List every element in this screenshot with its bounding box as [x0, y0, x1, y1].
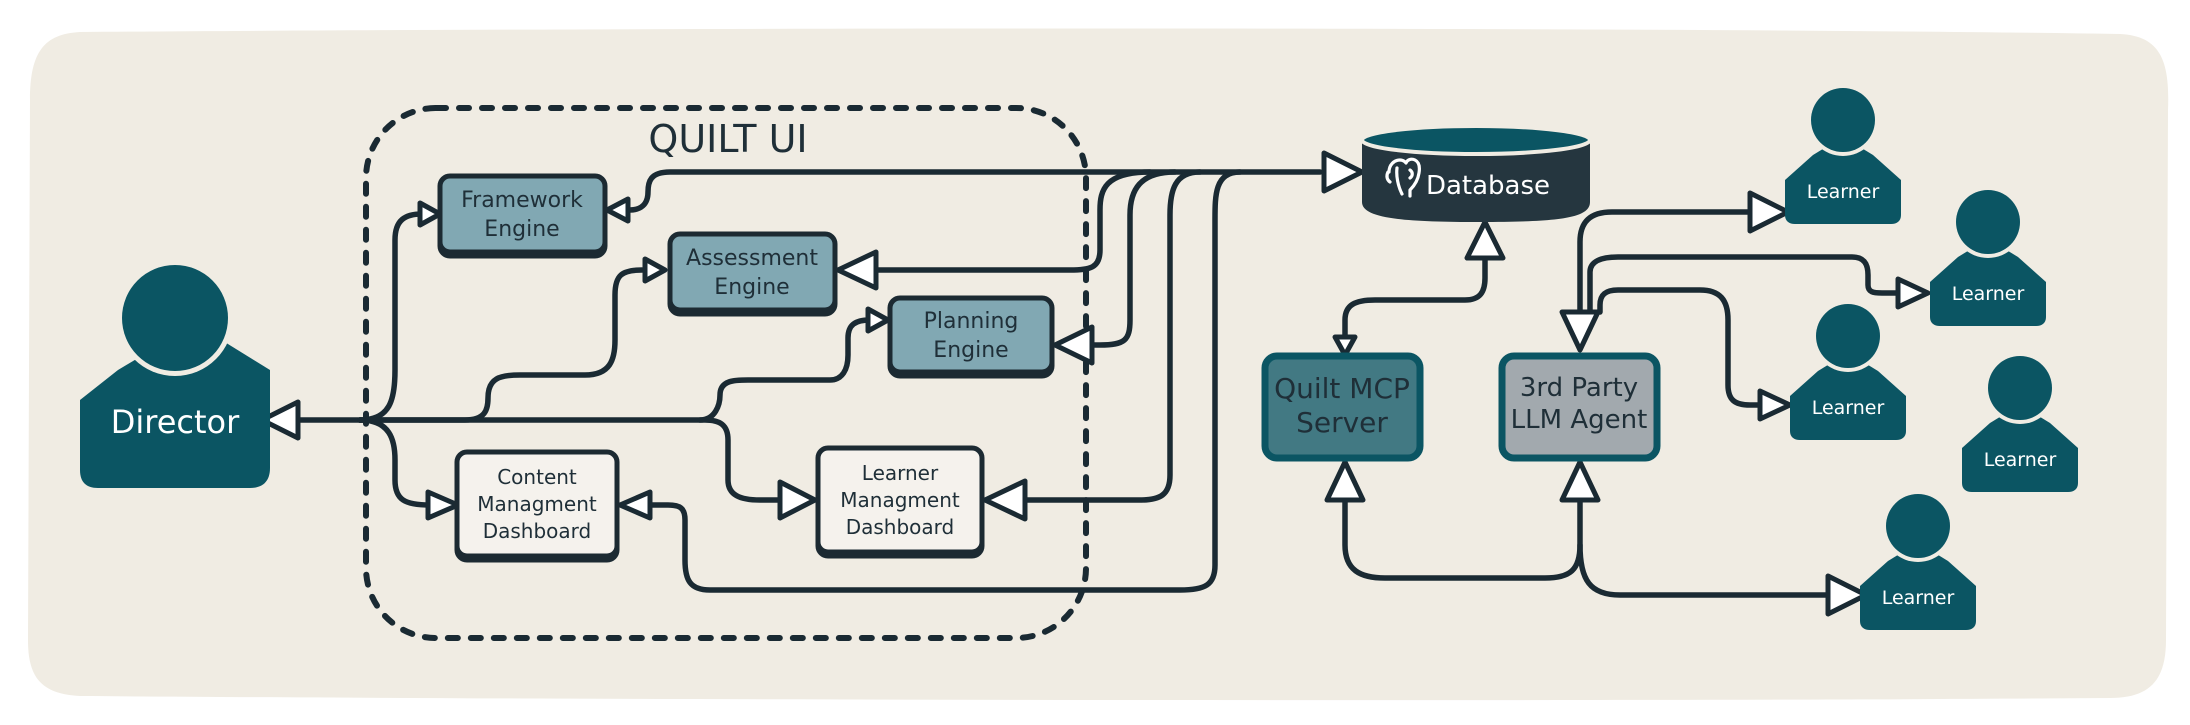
quilt-ui-title: QUILT UI: [648, 117, 807, 161]
framework-engine-line2: Engine: [484, 217, 559, 242]
database-cylinder: [1362, 140, 1590, 222]
arrow-to-framework: [417, 200, 443, 228]
arrow-to-learner1: [1747, 190, 1791, 234]
arrow-to-assessment-db: [835, 249, 879, 291]
arrow-to-agent-top: [1559, 309, 1601, 353]
assessment-engine-line2: Engine: [714, 275, 789, 300]
content-dashboard-line3: Dashboard: [483, 519, 592, 543]
director-head: [122, 265, 228, 371]
arrow-to-learner5: [1825, 573, 1869, 617]
connector-agent-learner3: [1597, 287, 1763, 408]
learner-dashboard-line2: Managment: [840, 488, 960, 512]
connector-director-assessment: [357, 267, 645, 423]
connector-director-planning: [357, 317, 873, 423]
learner-dashboard-line1: Learner: [862, 461, 939, 485]
assessment-engine: Assessment Engine: [667, 231, 838, 313]
learner-actor-1: Learner: [1785, 84, 1901, 224]
arrow-to-agent-bottom: [1559, 459, 1601, 503]
connector-db-content: [647, 169, 1243, 593]
arrowheads: [259, 150, 1931, 617]
llm-agent-line1: 3rd Party: [1520, 373, 1638, 403]
mcp-server-line1: Quilt MCP: [1274, 372, 1410, 405]
framework-engine: Framework Engine: [437, 173, 608, 255]
database-label: Database: [1426, 171, 1550, 201]
content-management-dashboard: Content Managment Dashboard: [454, 449, 620, 559]
arrow-to-content-db: [617, 489, 653, 521]
connector-director-framework: [357, 211, 425, 423]
director-actor: Director: [80, 260, 270, 488]
connector-db-planning: [1087, 169, 1178, 348]
arrow-to-mcp-top: [1332, 334, 1358, 358]
director-label: Director: [111, 403, 240, 441]
learner-label-2: Learner: [1952, 283, 2025, 305]
connector-db-framework: [619, 169, 1323, 213]
learner-dashboard-line3: Dashboard: [846, 515, 955, 539]
framework-engine-line1: Framework: [461, 188, 583, 213]
connector-db-assessment: [875, 169, 1153, 273]
connector-db-learner: [1022, 169, 1203, 503]
content-dashboard-line1: Content: [497, 465, 577, 489]
connectors: [293, 169, 1901, 598]
learner-actor-5: Learner: [1860, 490, 1976, 630]
learner-management-dashboard: Learner Managment Dashboard: [815, 445, 985, 555]
learner-label-3: Learner: [1812, 397, 1885, 419]
connector-mcp-db: [1342, 252, 1488, 343]
postgresql-elephant-icon: [1385, 157, 1421, 198]
arrow-to-assessment: [642, 256, 668, 284]
assessment-engine-line1: Assessment: [686, 246, 818, 271]
quilt-ui-group: [363, 105, 1089, 641]
learner-actor-3: Learner: [1790, 300, 1906, 440]
learner-actor-2: Learner: [1930, 186, 2046, 326]
arrow-to-mcp-bottom: [1324, 459, 1366, 503]
arrow-to-planning-db: [1052, 324, 1095, 366]
learner-label-4: Learner: [1984, 449, 2057, 471]
planning-engine-line2: Engine: [933, 338, 1008, 363]
connector-agent-learner1: [1577, 209, 1753, 315]
connector-director-learner: [697, 417, 783, 503]
database: Database: [1360, 124, 1592, 222]
llm-agent-line2: LLM Agent: [1511, 405, 1648, 435]
learner-label-5: Learner: [1882, 587, 1955, 609]
arrow-to-database: [1321, 150, 1365, 194]
arrow-to-learner3: [1757, 388, 1793, 422]
content-dashboard-line2: Managment: [477, 492, 597, 516]
learner-actor-4: Learner: [1962, 352, 2078, 492]
connector-director-content: [357, 417, 433, 508]
quilt-mcp-server: Quilt MCP Server: [1261, 352, 1424, 462]
connector-agent-learner2: [1587, 254, 1901, 315]
connector-mcp-agent: [1342, 497, 1583, 581]
arrow-to-content: [425, 489, 461, 521]
arrow-to-learner2: [1895, 276, 1931, 310]
arrow-to-learner-dashboard-db: [982, 478, 1028, 522]
planning-engine: Planning Engine: [887, 295, 1055, 375]
planning-engine-line1: Planning: [924, 309, 1019, 334]
arrow-to-framework-db: [604, 196, 631, 224]
director-body: [80, 336, 270, 488]
learner-label-1: Learner: [1807, 181, 1880, 203]
arrow-to-learner-dashboard: [777, 479, 818, 521]
arrow-to-database-from-mcp: [1464, 219, 1506, 261]
llm-agent: 3rd Party LLM Agent: [1498, 352, 1661, 462]
database-top: [1360, 124, 1592, 156]
mcp-server-line2: Server: [1296, 406, 1388, 439]
connector-agent-learner5: [1577, 542, 1833, 598]
arrow-to-director: [259, 399, 301, 441]
arrow-to-planning: [865, 306, 891, 334]
